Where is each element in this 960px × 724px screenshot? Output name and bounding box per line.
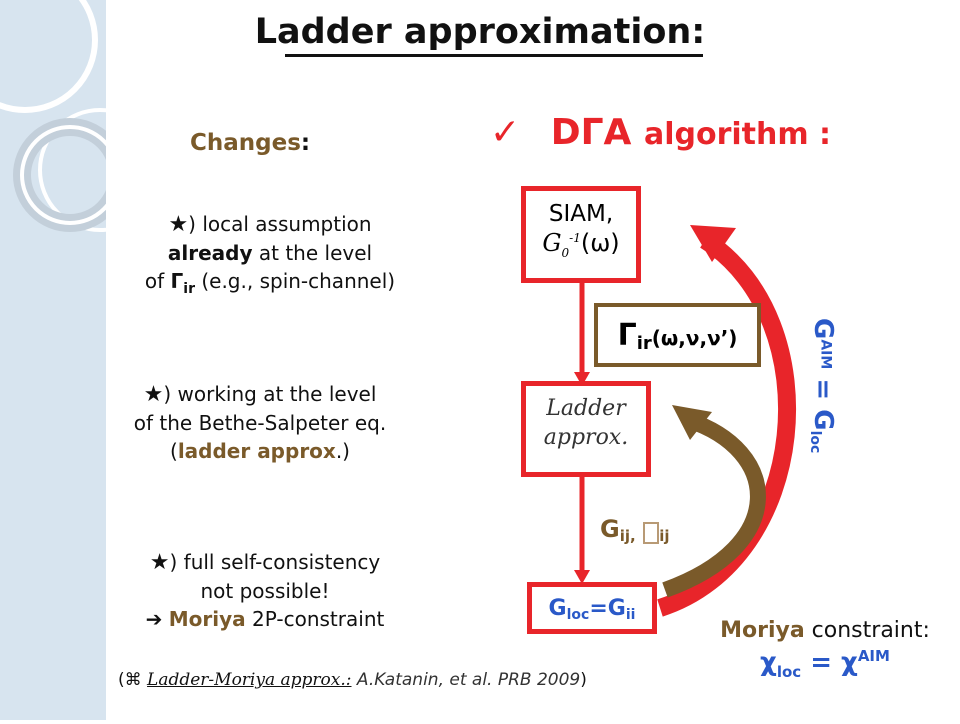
check-icon: ✓ xyxy=(490,112,521,153)
brown-feedback-arrow xyxy=(662,412,766,598)
title-underline xyxy=(285,54,703,57)
page-title: Ladder approximation: xyxy=(254,12,706,52)
placeholder-glyph-icon xyxy=(643,521,660,544)
red-arrow-head xyxy=(690,225,736,262)
star-icon: ★ xyxy=(149,550,170,575)
command-icon: ⌘ xyxy=(124,670,142,690)
bullet-self-consistency: ★) full self-consistency not possible! ➔… xyxy=(145,550,385,631)
bullet-local-assumption: ★) local assumption already at the level… xyxy=(144,212,396,297)
arrow-head xyxy=(574,570,590,584)
star-icon: ★ xyxy=(143,382,164,407)
star-icon: ★ xyxy=(168,212,189,237)
bullet-bethe-salpeter: ★) working at the level of the Bethe-Sal… xyxy=(133,382,387,463)
siam-box: SIAM, G0-1(ω) xyxy=(521,186,641,283)
gij-label: Gij, ij xyxy=(600,515,670,546)
ladder-approx-box: Ladder approx. xyxy=(521,381,651,477)
reference-citation: (⌘ Ladder-Moriya approx.: A.Katanin, et … xyxy=(118,670,587,690)
arrow-right-icon: ➔ xyxy=(145,607,163,631)
brown-arrow-head xyxy=(672,405,712,440)
gaim-equals-gloc-label: GAIM = Gloc xyxy=(806,318,838,454)
red-feedback-arrow xyxy=(657,232,796,617)
changes-heading: Changes: xyxy=(190,130,311,156)
algorithm-heading: ✓ DΓA algorithm : xyxy=(490,112,832,153)
moriya-constraint: Moriya constraint: χloc = χAIM xyxy=(720,618,930,681)
gamma-vertex-box: Γir(ω,ν,ν’) xyxy=(594,303,761,367)
arrow-head xyxy=(574,372,590,386)
gloc-box: Gloc=Gii xyxy=(527,582,657,634)
